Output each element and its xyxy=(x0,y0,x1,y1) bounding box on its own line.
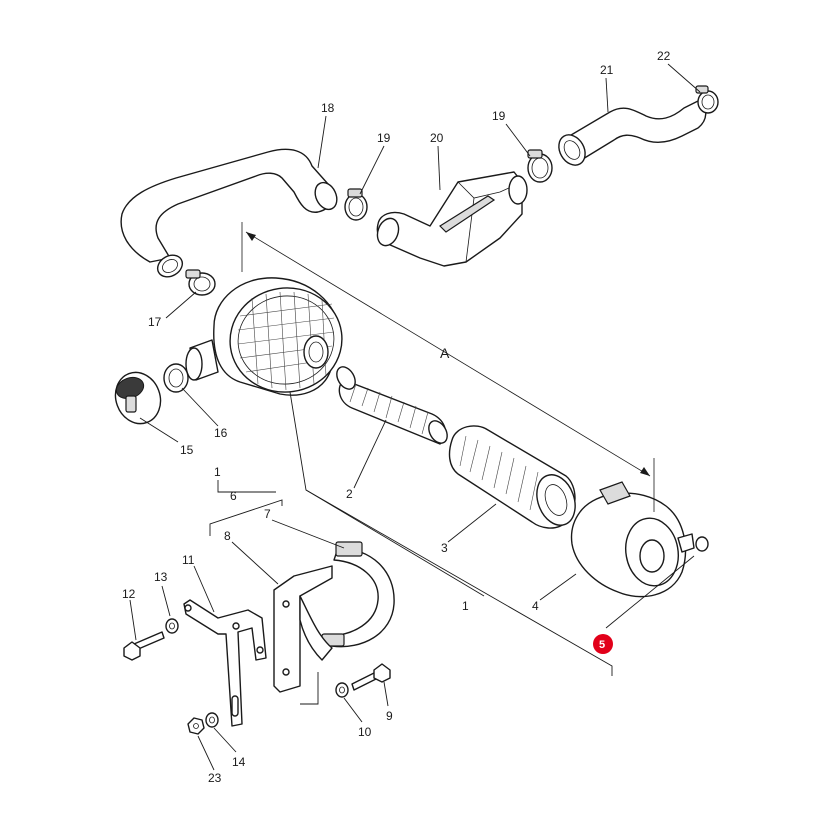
callout-labels: 18 19 20 19 21 22 17 15 16 2 3 1 4 1 6 7… xyxy=(122,49,671,785)
mounting-bracket-11 xyxy=(183,599,267,727)
callout-16: 16 xyxy=(214,426,228,440)
callout-9: 9 xyxy=(386,709,393,723)
hose-clamp-17 xyxy=(185,269,216,296)
callout-19-left: 19 xyxy=(377,131,391,145)
callout-13: 13 xyxy=(154,570,168,584)
housing-cover-4 xyxy=(570,481,695,598)
callout-8: 8 xyxy=(224,529,231,543)
callout-23: 23 xyxy=(208,771,222,785)
callout-6: 6 xyxy=(230,489,237,503)
callout-19-right: 19 xyxy=(492,109,506,123)
callout-22: 22 xyxy=(657,49,671,63)
hose-clamp-19-left xyxy=(344,188,368,221)
dimension-a: A xyxy=(241,222,655,512)
filter-housing xyxy=(185,277,343,396)
rain-cap-15 xyxy=(114,371,162,425)
callout-7: 7 xyxy=(264,507,271,521)
bolt-9 xyxy=(351,663,391,691)
washer-13 xyxy=(165,618,179,634)
callout-3: 3 xyxy=(441,541,448,555)
dimension-a-label: A xyxy=(440,345,450,361)
assembly-bracket-lines xyxy=(209,391,613,705)
callout-17: 17 xyxy=(148,315,162,329)
washer-10 xyxy=(335,682,349,698)
seal-ring-16 xyxy=(163,363,189,393)
elbow-duct-20 xyxy=(376,171,528,267)
highlight-badge-5[interactable]: 5 xyxy=(593,634,613,654)
callout-10: 10 xyxy=(358,725,372,739)
washer-14 xyxy=(205,712,219,728)
callout-1: 1 xyxy=(462,599,469,613)
callout-11: 11 xyxy=(182,553,195,567)
mounting-bracket-8 xyxy=(273,565,333,693)
hose-clamp-19-right xyxy=(527,149,553,183)
callout-15: 15 xyxy=(180,443,194,457)
nut-23 xyxy=(187,717,205,735)
callout-18: 18 xyxy=(321,101,335,115)
callout-14: 14 xyxy=(232,755,246,769)
callout-20: 20 xyxy=(430,131,444,145)
primary-filter-element-3 xyxy=(448,425,576,529)
hose-21 xyxy=(558,99,707,166)
callout-21: 21 xyxy=(600,63,614,77)
callout-1-group: 1 xyxy=(214,465,221,479)
safety-filter-element-2 xyxy=(336,366,448,445)
small-o-ring xyxy=(695,536,709,552)
badge-5-label: 5 xyxy=(599,639,605,651)
bolt-12 xyxy=(123,631,165,661)
hose-18 xyxy=(120,148,338,278)
callout-12: 12 xyxy=(122,587,136,601)
callout-4: 4 xyxy=(532,599,539,613)
callout-2: 2 xyxy=(346,487,353,501)
mounting-band-7 xyxy=(321,541,395,648)
leader-lines xyxy=(129,63,701,771)
